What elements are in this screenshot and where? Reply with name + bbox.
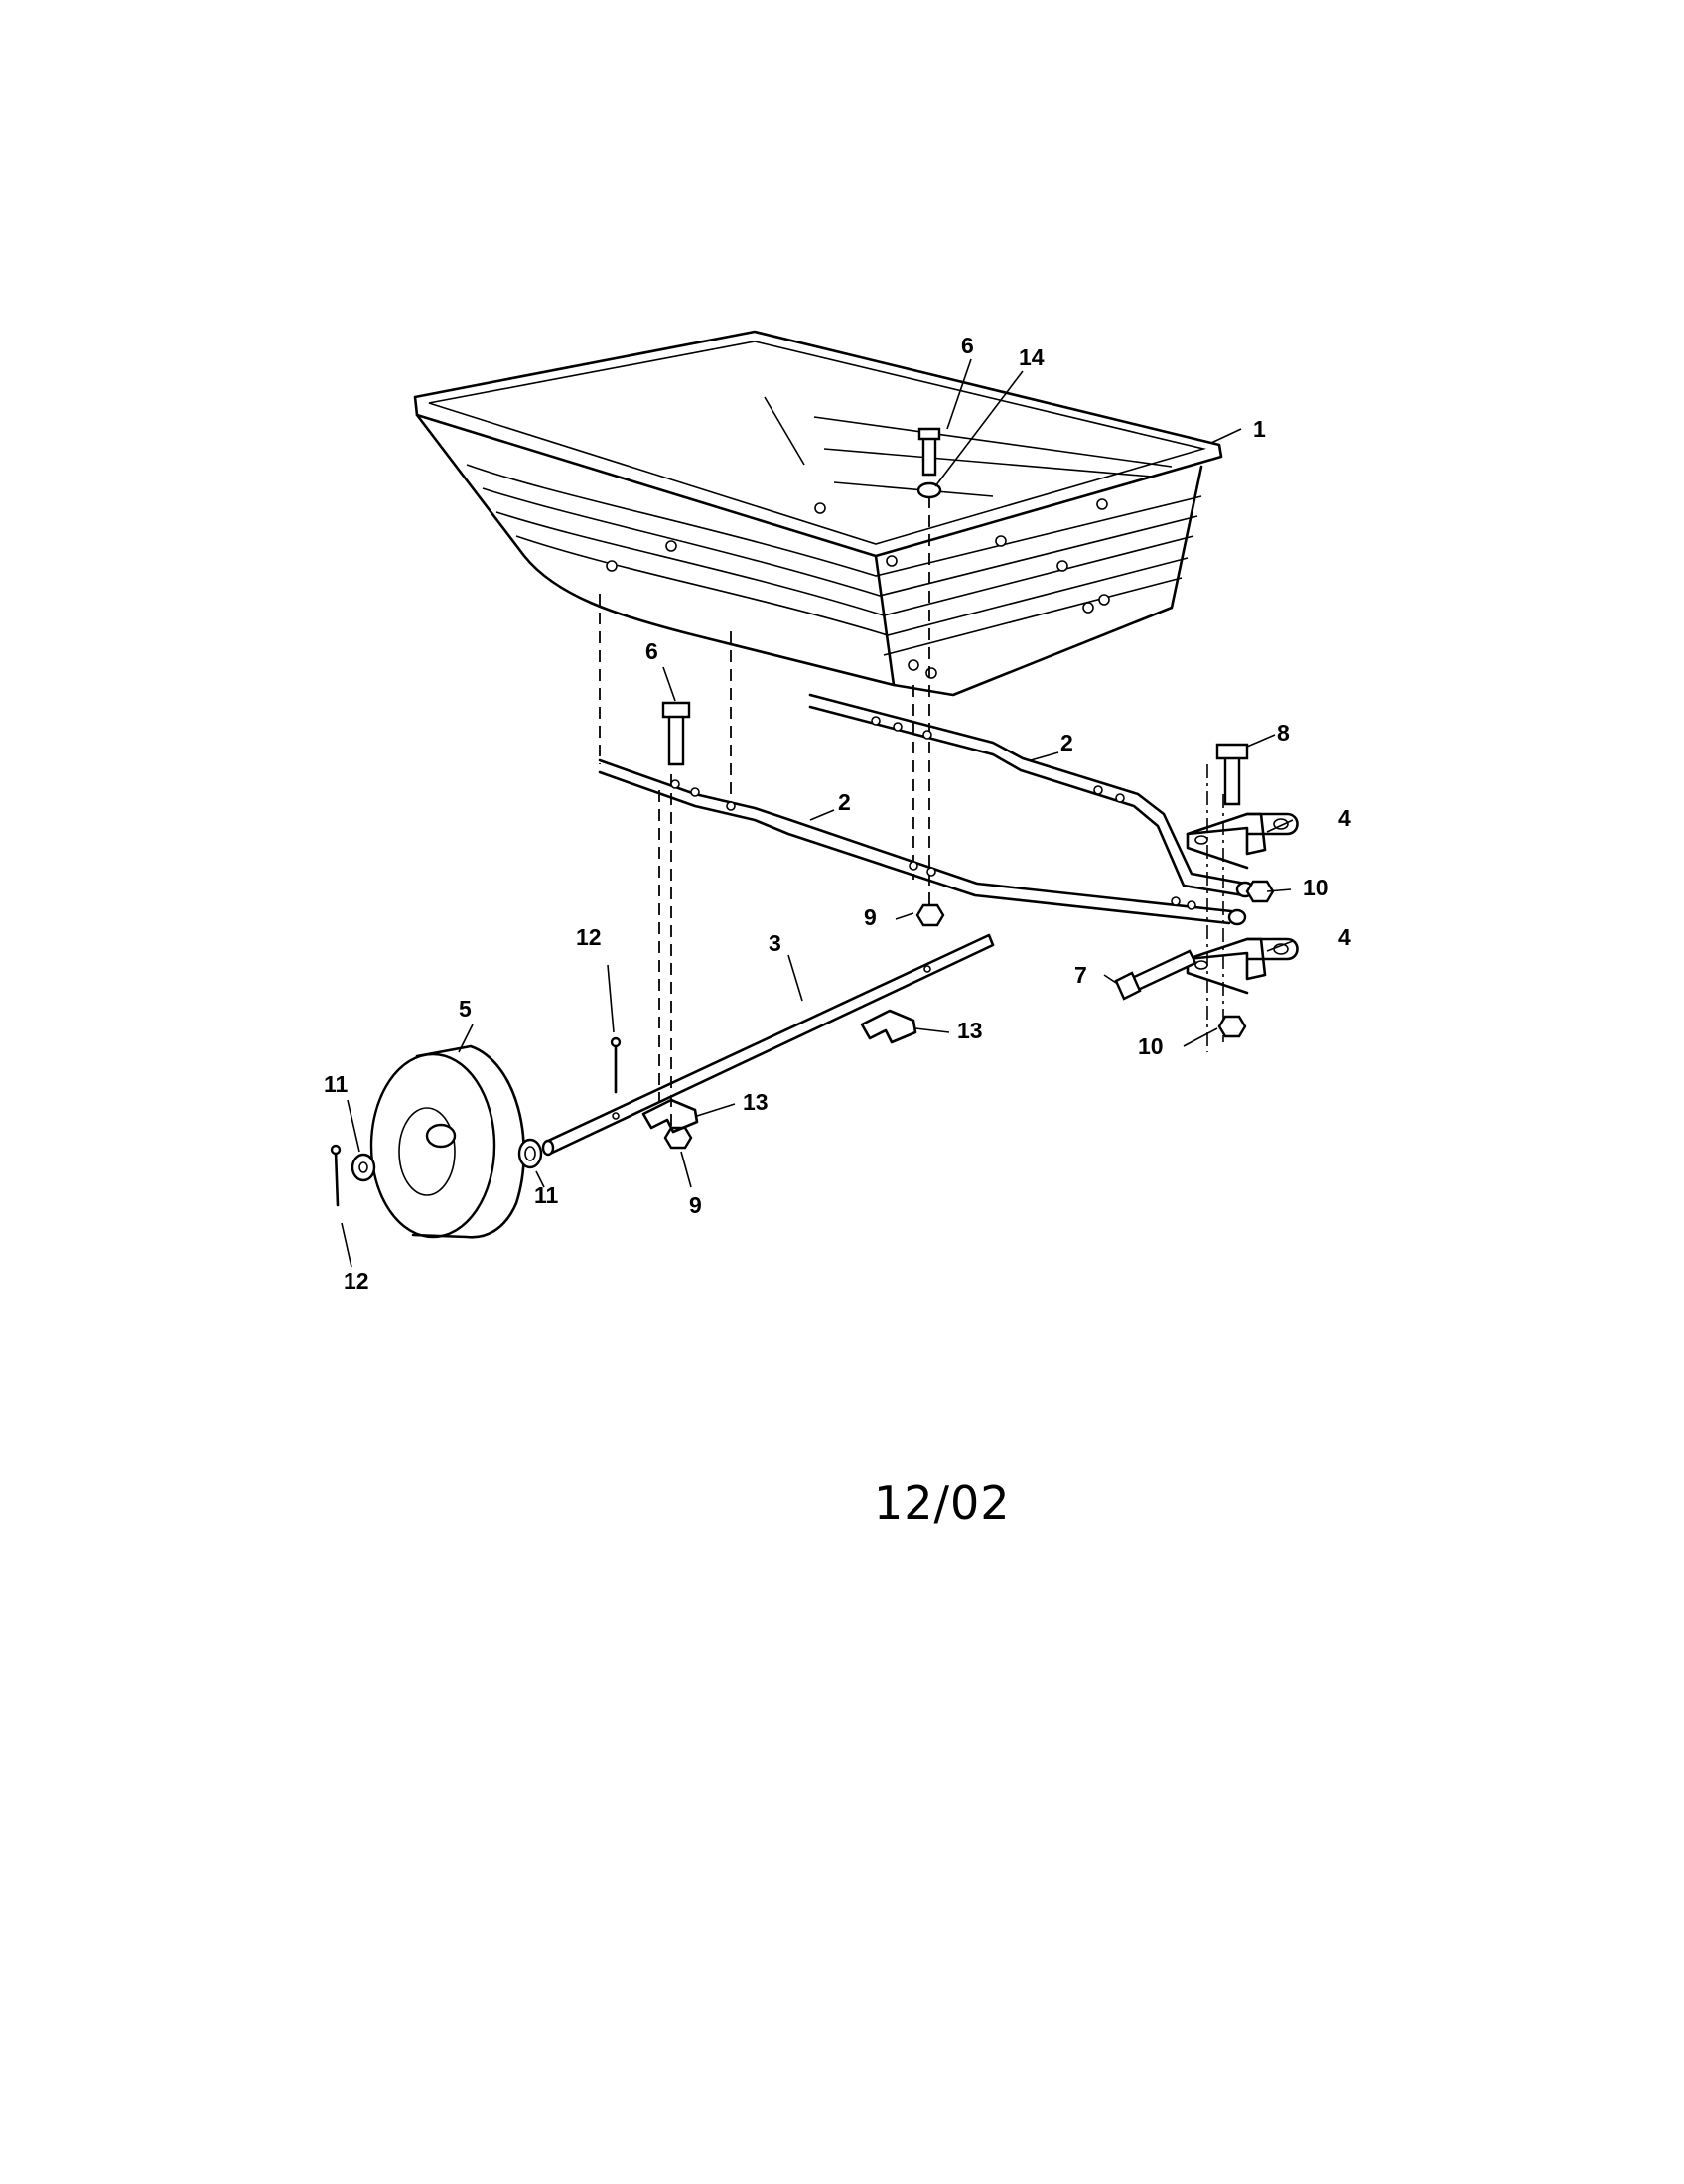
cart-bed xyxy=(413,330,1223,697)
callout-10-upper: 10 xyxy=(1303,875,1329,900)
callout-7: 7 xyxy=(1074,962,1087,988)
callout-10-lower: 10 xyxy=(1138,1033,1164,1059)
fasteners xyxy=(661,701,1275,1150)
callout-4-lower: 4 xyxy=(1338,924,1351,950)
callout-13-left: 13 xyxy=(743,1089,769,1115)
callout-11-left: 11 xyxy=(324,1071,349,1097)
callout-11-right: 11 xyxy=(534,1182,559,1208)
axle-clamps xyxy=(641,1009,917,1134)
callout-4-upper: 4 xyxy=(1338,805,1351,831)
callout-12-upper: 12 xyxy=(576,924,602,950)
callout-3: 3 xyxy=(769,930,781,956)
callout-6-lower: 6 xyxy=(645,638,658,664)
axle xyxy=(541,933,995,1157)
frame-rails xyxy=(598,693,1255,926)
wheel-assembly xyxy=(330,1036,622,1239)
hitch-brackets xyxy=(1186,812,1299,995)
callout-14: 14 xyxy=(1019,344,1045,370)
callout-9-upper: 9 xyxy=(864,904,877,930)
alignment-lines xyxy=(599,496,1224,1128)
callout-labels: 1 6 14 6 2 2 8 4 10 4 7 10 9 3 13 13 9 1… xyxy=(324,333,1351,1294)
callout-9-lower: 9 xyxy=(689,1192,702,1218)
callout-12-lower: 12 xyxy=(344,1268,369,1294)
date-code: 12/02 xyxy=(874,1476,1011,1530)
callout-2-front: 2 xyxy=(838,789,851,815)
callout-2-rear: 2 xyxy=(1060,730,1073,755)
callout-8: 8 xyxy=(1277,720,1290,746)
callout-13-right: 13 xyxy=(957,1018,983,1043)
callout-5: 5 xyxy=(459,996,472,1022)
callout-1: 1 xyxy=(1253,416,1266,442)
leader-lines xyxy=(341,358,1294,1268)
callout-6-top: 6 xyxy=(961,333,974,358)
